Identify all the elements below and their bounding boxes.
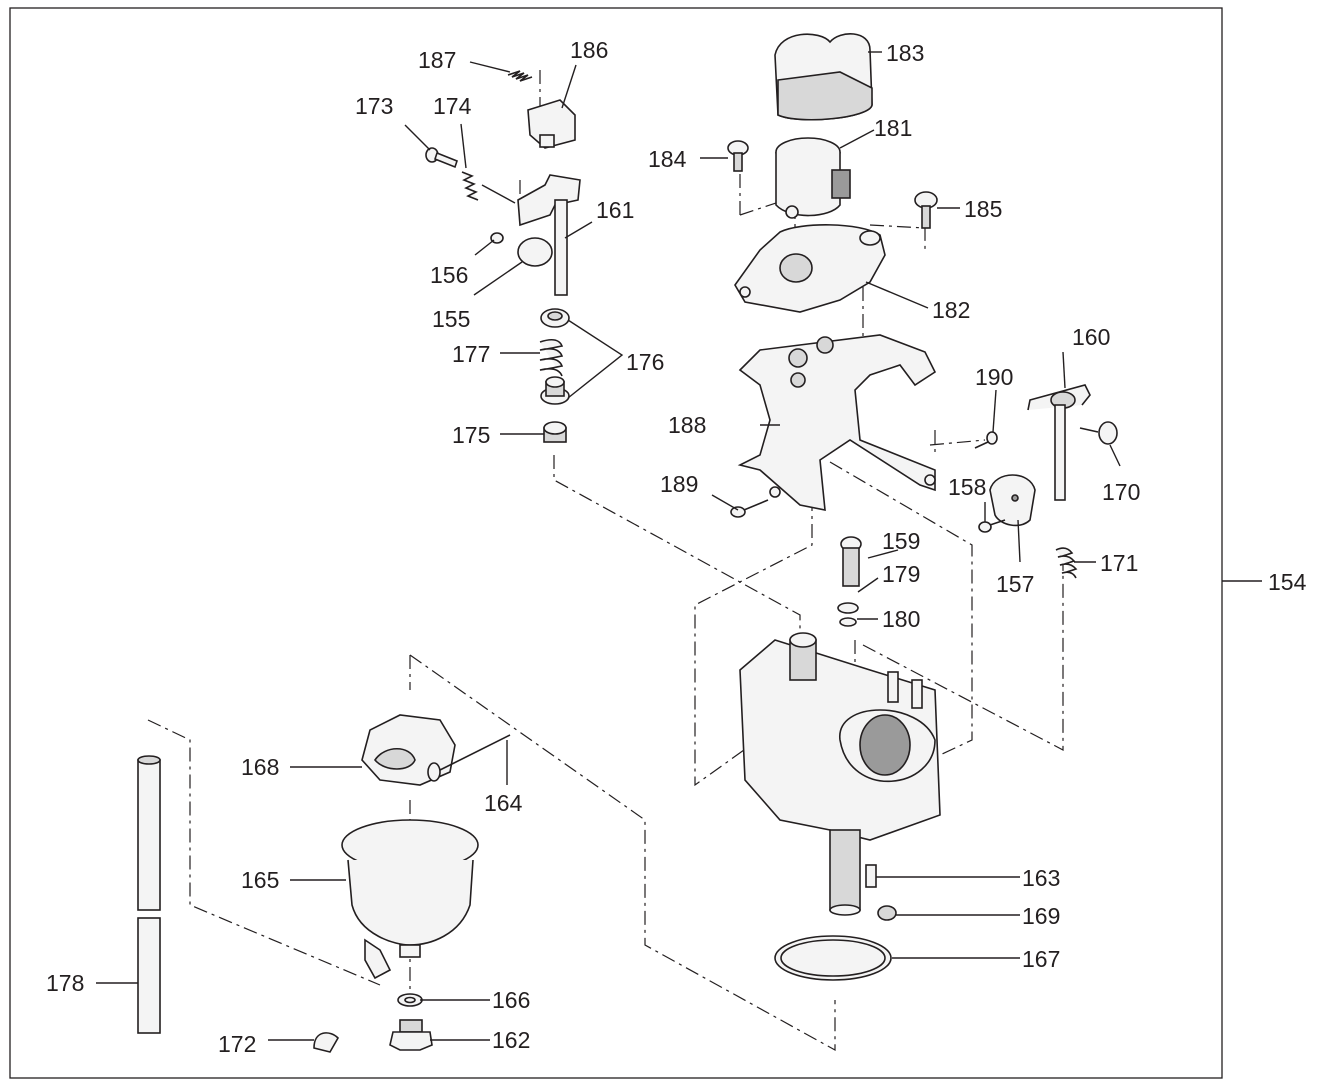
part-155-plate bbox=[517, 237, 553, 267]
part-158-screw bbox=[978, 519, 1006, 533]
label-175: 175 bbox=[452, 422, 490, 448]
label-173: 173 bbox=[355, 93, 393, 119]
part-187-spring bbox=[507, 70, 533, 82]
part-176-bushing-top bbox=[540, 308, 570, 328]
label-169: 169 bbox=[1022, 903, 1060, 929]
diagram-frame bbox=[9, 7, 1262, 1079]
part-177-spring bbox=[539, 338, 564, 377]
part-161-lever bbox=[517, 174, 581, 296]
label-190: 190 bbox=[975, 364, 1013, 390]
label-164: 164 bbox=[484, 790, 523, 816]
part-168-float bbox=[361, 714, 456, 786]
carburetor-main-body bbox=[739, 632, 941, 916]
part-183-cover bbox=[774, 33, 873, 121]
label-162: 162 bbox=[492, 1027, 530, 1053]
label-156: 156 bbox=[430, 262, 468, 288]
label-176: 176 bbox=[626, 349, 664, 375]
part-178-tube bbox=[137, 755, 161, 1034]
label-174: 174 bbox=[433, 93, 472, 119]
label-186: 186 bbox=[570, 37, 608, 63]
part-180-oring bbox=[839, 617, 857, 627]
label-180: 180 bbox=[882, 606, 920, 632]
part-188-bracket bbox=[737, 334, 937, 511]
label-163: 163 bbox=[1022, 865, 1060, 891]
label-158: 158 bbox=[948, 474, 986, 500]
part-185-screw bbox=[914, 191, 938, 229]
part-170-screw bbox=[1079, 421, 1118, 445]
part-159-needle bbox=[840, 536, 862, 587]
part-169-screw bbox=[877, 905, 897, 921]
label-167: 167 bbox=[1022, 946, 1060, 972]
part-165-bowl bbox=[341, 819, 479, 980]
part-173-screw bbox=[425, 147, 458, 169]
label-188: 188 bbox=[668, 412, 706, 438]
label-172: 172 bbox=[218, 1031, 256, 1057]
part-176-bushing-bottom bbox=[540, 376, 570, 405]
part-182-plate bbox=[734, 224, 886, 313]
label-166: 166 bbox=[492, 987, 530, 1013]
label-177: 177 bbox=[452, 341, 490, 367]
part-171-spring bbox=[1055, 547, 1078, 579]
part-186-bracket bbox=[527, 99, 576, 149]
label-159: 159 bbox=[882, 528, 920, 554]
label-165: 165 bbox=[241, 867, 279, 893]
leader-lines bbox=[96, 51, 1121, 1041]
label-170: 170 bbox=[1102, 479, 1140, 505]
label-161: 161 bbox=[596, 197, 634, 223]
part-163-needle bbox=[865, 864, 877, 888]
label-182: 182 bbox=[932, 297, 970, 323]
label-157: 157 bbox=[996, 571, 1034, 597]
label-183: 183 bbox=[886, 40, 924, 66]
part-172-drain bbox=[313, 1032, 339, 1053]
label-178: 178 bbox=[46, 970, 84, 996]
label-181: 181 bbox=[874, 115, 912, 141]
part-190-screw bbox=[974, 431, 998, 449]
part-184-screw bbox=[727, 140, 749, 172]
part-157-plate bbox=[989, 474, 1036, 527]
part-166-washer bbox=[397, 993, 423, 1007]
part-181-body bbox=[775, 137, 851, 219]
part-179-oring bbox=[837, 602, 859, 614]
label-189: 189 bbox=[660, 471, 698, 497]
label-185: 185 bbox=[964, 196, 1002, 222]
label-168: 168 bbox=[241, 754, 279, 780]
part-174-spring bbox=[461, 171, 479, 201]
part-162-bolt bbox=[389, 1019, 433, 1051]
label-179: 179 bbox=[882, 561, 920, 587]
label-171: 171 bbox=[1100, 550, 1138, 576]
label-184: 184 bbox=[648, 146, 687, 172]
label-160: 160 bbox=[1072, 324, 1110, 350]
part-164-pin bbox=[439, 734, 511, 771]
part-175-bushing bbox=[543, 421, 567, 443]
part-160-lever bbox=[1027, 384, 1091, 501]
part-189-screw bbox=[730, 499, 769, 518]
label-187: 187 bbox=[418, 47, 456, 73]
label-154: 154 bbox=[1268, 569, 1307, 595]
part-number-labels: 154 155 156 157 158 159 160 161 162 163 … bbox=[46, 37, 1307, 1057]
label-155: 155 bbox=[432, 306, 470, 332]
part-167-gasket bbox=[774, 935, 892, 981]
